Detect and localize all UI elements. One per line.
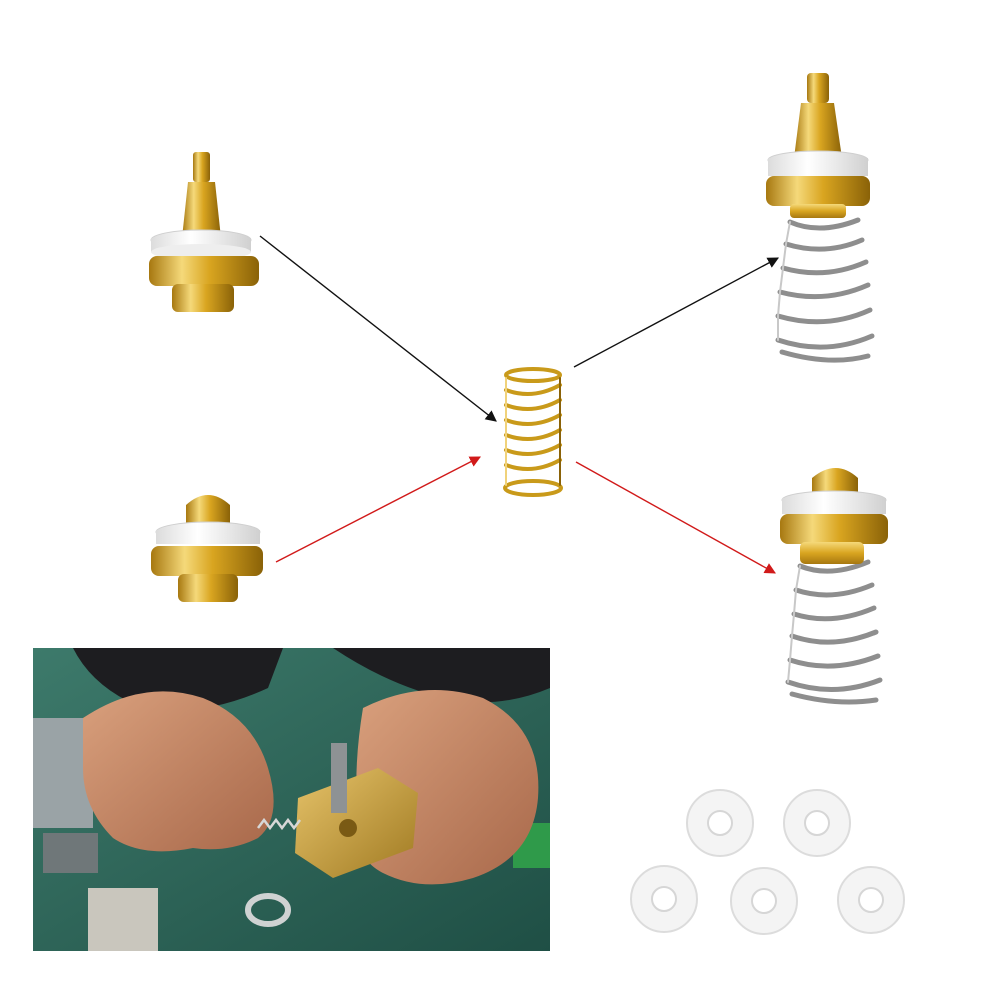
steel-spring-icon: [785, 559, 883, 705]
steel-rod: [331, 743, 347, 813]
brass-spring-icon: [503, 367, 563, 497]
arrow-red-bottom-right: [575, 461, 776, 574]
ptfe-washer-icon: [837, 866, 905, 934]
ptfe-washer-icon: [686, 789, 754, 857]
metal-plate: [88, 888, 158, 951]
left-hand: [83, 691, 274, 852]
ptfe-washers: [630, 789, 905, 935]
sleeve-left: [73, 648, 283, 711]
block-hole: [339, 819, 357, 837]
arrows: [259, 235, 779, 574]
small-spring: [257, 817, 301, 831]
assembly-photo: [33, 648, 550, 951]
tall-brass-nozzle-icon: [149, 152, 259, 312]
ptfe-washer-icon: [730, 867, 798, 935]
arrow-red-bottom-left: [275, 456, 481, 563]
machine-part: [43, 833, 98, 873]
arrow-black-top-left: [259, 235, 497, 422]
short-brass-nozzle-icon: [151, 495, 263, 602]
sleeve-right: [333, 648, 550, 703]
short-nozzle-steel-spring-assembly: [780, 468, 888, 705]
steel-spring-icon: [775, 217, 875, 363]
ptfe-washer-icon: [630, 865, 698, 933]
ptfe-washer-icon: [783, 789, 851, 857]
brass-heater-block: [295, 768, 418, 878]
metal-ring: [245, 893, 291, 927]
tall-nozzle-steel-spring-assembly: [766, 73, 875, 363]
arrow-black-top-right: [573, 257, 779, 368]
